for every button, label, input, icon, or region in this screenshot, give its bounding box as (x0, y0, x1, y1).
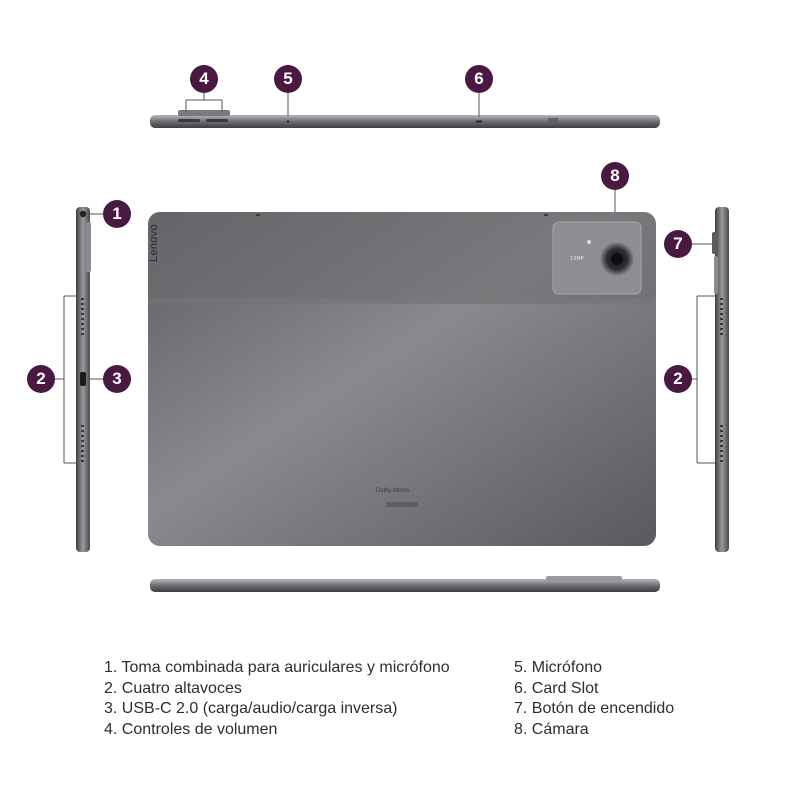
callout-1: 1 (103, 200, 131, 228)
callout-3: 3 (103, 365, 131, 393)
legend-item-1: 1. Toma combinada para auriculares y mic… (104, 659, 450, 676)
callout-7: 7 (664, 230, 692, 258)
power-button (712, 232, 718, 254)
volume-buttons (178, 110, 230, 116)
legend-item-8: 8. Cámara (514, 720, 589, 738)
legend-item-6: 6. Card Slot (514, 679, 599, 697)
left-side-button-strip (86, 222, 91, 272)
right-side-view (712, 207, 729, 552)
camera-flash (587, 240, 591, 244)
legend-left-column: 1. Toma combinada para auriculares y mic… (104, 658, 450, 740)
microphone-hole (286, 120, 290, 123)
callout-2-left: 2 (27, 365, 55, 393)
top-edge-detail (548, 118, 558, 124)
callout-4: 4 (190, 65, 218, 93)
back-top-band (148, 212, 656, 304)
usb-c-port (80, 372, 86, 386)
callout-2-right: 2 (664, 365, 692, 393)
volume-up-key (206, 119, 228, 122)
back-top-slot-right (544, 214, 548, 216)
volume-down-key (178, 119, 200, 122)
dolby-atmos-badge: Dolby Atmos (376, 488, 410, 494)
legend-item-7: 7. Botón de encendido (514, 700, 675, 717)
headphone-jack (79, 210, 87, 218)
camera-module (552, 221, 642, 295)
certification-marks (386, 502, 418, 507)
leader-2-left (55, 295, 80, 464)
top-edge-view (150, 110, 660, 128)
band-divider (148, 298, 656, 304)
legend-item-5: 5. Micrófono (514, 659, 603, 676)
legend-item-2: 2. Cuatro altavoces (104, 679, 242, 697)
bottom-edge-body (150, 579, 660, 592)
back-view (148, 212, 656, 546)
right-side-body (715, 207, 729, 552)
left-speaker-grille-upper (81, 298, 84, 335)
camera-badge: 13MP (570, 256, 584, 262)
left-speaker-grille-lower (81, 425, 84, 462)
legend-right-column: 5. Micrófono 6. Card Slot 7. Botón de en… (514, 658, 674, 740)
right-speaker-grille-lower (720, 425, 723, 462)
right-speaker-grille-upper (720, 298, 723, 335)
back-top-slot-left (256, 214, 260, 216)
leader-4 (185, 91, 223, 112)
right-side-button-strip (714, 256, 718, 294)
top-edge-body (150, 115, 660, 128)
callout-8: 8 (601, 162, 629, 190)
camera-lens-center (611, 253, 623, 265)
legend-item-3: 3. USB-C 2.0 (carga/audio/carga inversa) (104, 700, 398, 717)
lenovo-logo: Lenovo (148, 224, 160, 262)
legend-item-4: 4. Controles de volumen (104, 720, 278, 738)
callout-6: 6 (465, 65, 493, 93)
card-slot (476, 120, 482, 123)
bottom-edge-view (150, 576, 660, 592)
bottom-edge-connector (546, 576, 622, 581)
left-side-view (76, 207, 91, 552)
callout-5: 5 (274, 65, 302, 93)
